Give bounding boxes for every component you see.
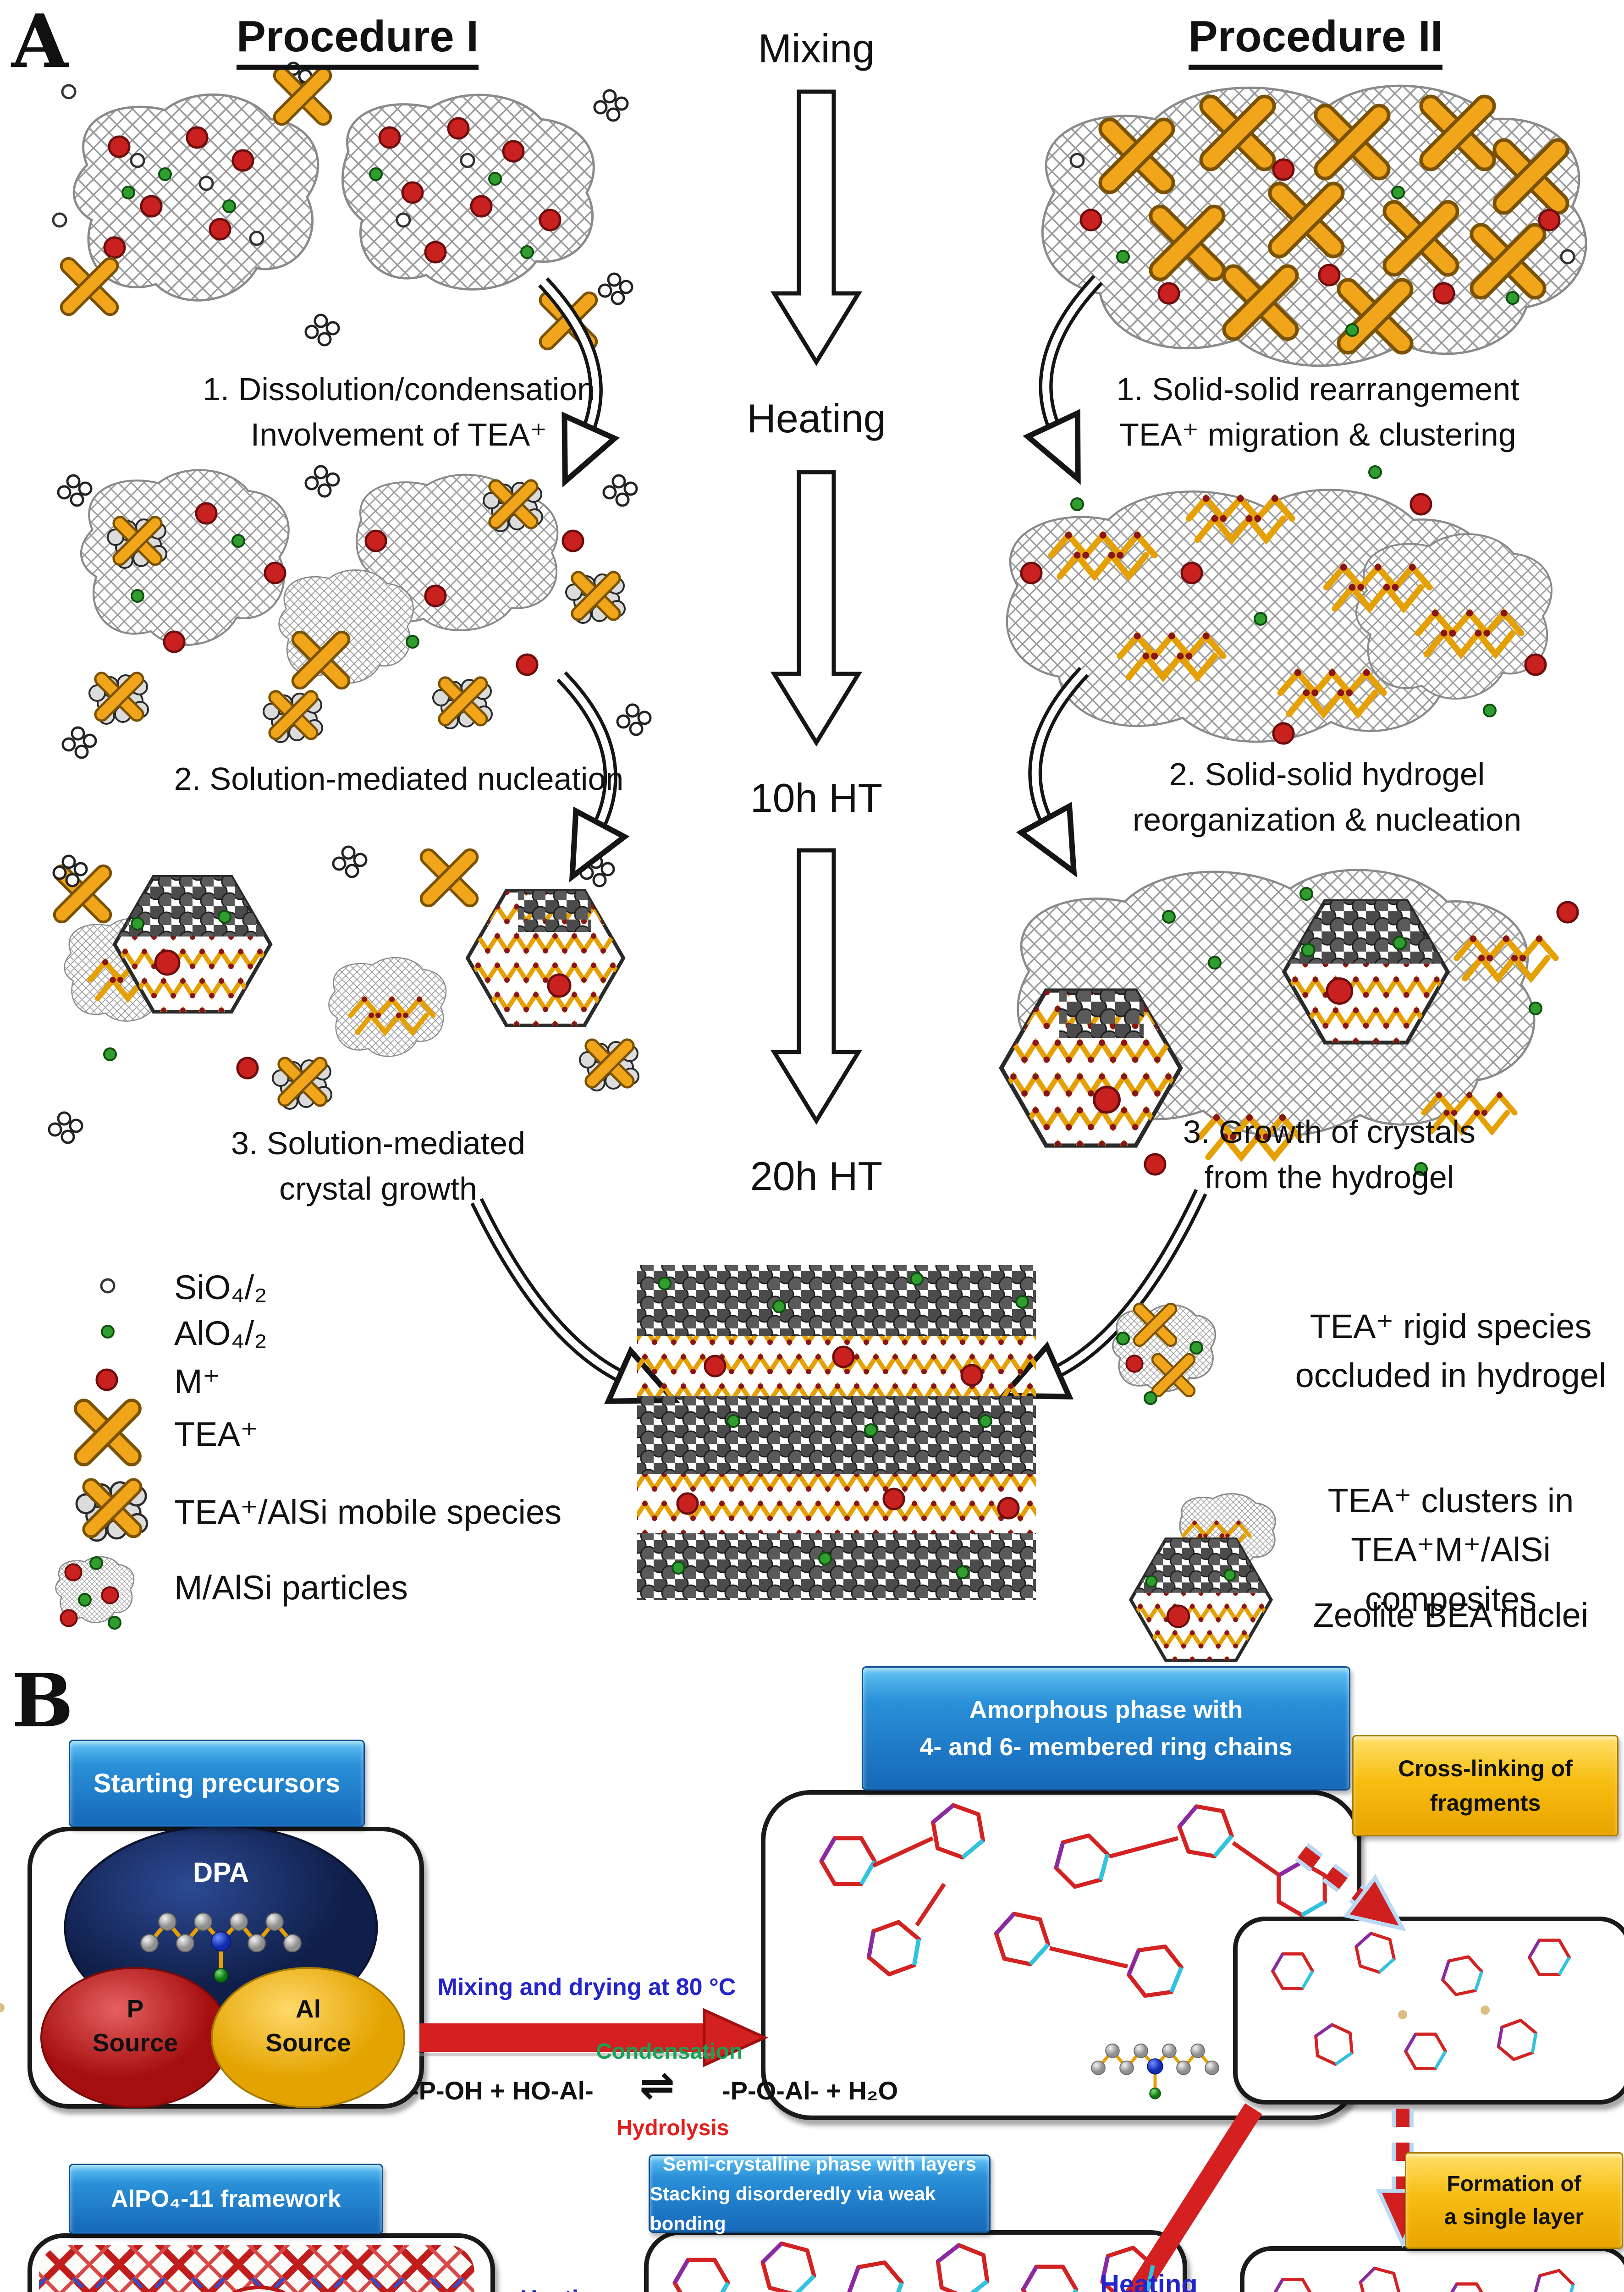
rigid-species-icon (1112, 1286, 1217, 1414)
mobile-species-icon (60, 1455, 165, 1561)
legend-alo: AlO₄/₂ (174, 1314, 267, 1352)
legend-m: M⁺ (174, 1362, 220, 1400)
procedure1-title: Procedure I (151, 11, 564, 70)
heating-right-label: Heating (1100, 2270, 1198, 2292)
tea-clusters-icon (1174, 1493, 1276, 1592)
legend-left-icons (48, 1279, 167, 1630)
mixing-drying-label: Mixing and drying at 80 °C (437, 1974, 736, 2000)
legend-right-icons (1112, 1286, 1276, 1661)
equation-left: -P-OH + HO-Al- (410, 2076, 594, 2105)
zeolite-nucleus-icon (1284, 901, 1448, 1043)
flow-arrows-center (770, 89, 863, 1125)
proc1-stage3-art (31, 826, 654, 1143)
fragments-box (1233, 1917, 1624, 2105)
hydrolysis-label: Hydrolysis (617, 2116, 729, 2140)
starting-precursors-header: Starting precursors (69, 1740, 365, 1827)
mixing-label: Mixing (758, 26, 875, 71)
alo-icon (101, 1325, 115, 1339)
proc1-step2-label: 2. Solution-mediated nucleation (174, 761, 624, 797)
procedure2-title: Procedure II (1109, 11, 1522, 70)
legend-bea-nuclei: Zeolite BEA nuclei (1313, 1596, 1589, 1634)
proc2-stage1-art (1042, 66, 1598, 384)
zeolite-nucleus-icon (468, 891, 623, 1025)
single-layer-box (1240, 2246, 1624, 2292)
proc2-stage2-art (1007, 465, 1552, 744)
m-cation-icon (97, 1370, 117, 1390)
tea-icon (38, 44, 620, 373)
equation-right: -P-O-Al- + H₂O (722, 2076, 898, 2105)
tea-icon (48, 1373, 167, 1492)
proc1-stage2-art (58, 460, 650, 759)
particles-icon (55, 1556, 135, 1630)
ht10-label: 10h HT (750, 775, 883, 821)
ht20-label: 20h HT (750, 1153, 883, 1199)
panel-a-label: A (11, 0, 69, 84)
panel-b-label: B (11, 1658, 74, 1744)
heating-left-label: Heating (520, 2285, 608, 2292)
equilibrium-arrows-icon: ⇌ (639, 2062, 675, 2109)
sio-icon (101, 1279, 114, 1292)
legend-tea: TEA⁺ (174, 1415, 258, 1453)
bea-nuclei-icon (1131, 1539, 1271, 1661)
dpa-label: DPA (193, 1857, 249, 1888)
alpo-header: AlPO₄-11 framework (69, 2164, 383, 2234)
tea-icon (269, 608, 373, 712)
zeolite-nucleus-icon (115, 877, 270, 1012)
alpo-framework-box (28, 2233, 495, 2292)
tea-icon (1069, 66, 1598, 384)
legend-sio: SiO₄/₂ (174, 1268, 267, 1306)
bea-crystal-art (637, 1265, 1036, 1600)
heating-label: Heating (747, 396, 886, 441)
proc1-stage1-art (38, 44, 632, 373)
legend-mobile: TEA⁺/AlSi mobile species (174, 1493, 562, 1531)
legend-particles: M/AlSi particles (174, 1569, 408, 1607)
